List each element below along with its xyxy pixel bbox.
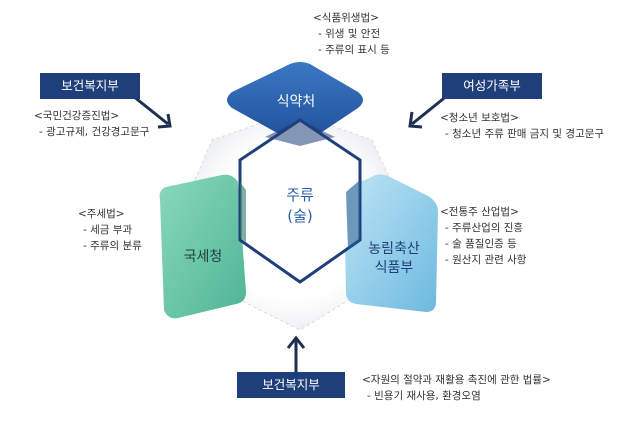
note-right-upper: <청소년 보호법> - 청소년 주류 판매 금지 및 경고문구 xyxy=(440,110,604,142)
node-right-shape xyxy=(344,174,438,312)
node-right-label-line2: 식품부 xyxy=(375,260,414,276)
box-top-left: 보건복지부 xyxy=(40,73,140,99)
center-hexagon xyxy=(238,118,362,284)
note-left-upper: <국민건강증진법> - 광고규제, 건강경고문구 xyxy=(34,108,149,140)
note-bottom-item: - 빈용기 재사용, 환경오염 xyxy=(367,390,481,402)
note-left-lower-item: - 주류의 분류 xyxy=(83,240,142,252)
note-right-lower-head: <전통주 산업법> xyxy=(440,206,519,218)
overlap-left xyxy=(240,182,246,242)
note-top-head: <식품위생법> xyxy=(313,12,379,24)
note-right-lower-item: - 술 품질인증 등 xyxy=(445,238,517,250)
note-right-lower-item: - 주류산업의 진흥 xyxy=(445,222,524,234)
note-right-lower: <전통주 산업법> - 주류산업의 진흥 - 술 품질인증 등 - 원산지 관련… xyxy=(440,204,526,268)
note-right-upper-head: <청소년 보호법> xyxy=(440,112,519,124)
note-bottom: <자원의 절약과 재활용 촉진에 관한 법률> - 빈용기 재사용, 환경오염 xyxy=(362,372,551,404)
node-top-label: 식약처 xyxy=(277,94,316,110)
note-left-upper-item: - 광고규제, 건강경고문구 xyxy=(39,126,150,138)
center-label-line2: (술) xyxy=(287,207,313,225)
center-label-line1: 주류 xyxy=(286,186,314,204)
note-right-lower-item: - 원산지 관련 사항 xyxy=(445,254,527,266)
note-right-upper-item: - 청소년 주류 판매 금지 및 경고문구 xyxy=(445,128,605,140)
node-right-label-line1: 농림축산 xyxy=(368,241,420,257)
node-left-shape xyxy=(159,174,246,319)
arrow-top-right xyxy=(408,93,449,129)
note-left-upper-head: <국민건강증진법> xyxy=(34,110,120,122)
note-left-lower-item: - 세금 부과 xyxy=(83,224,133,236)
overlap-top xyxy=(265,120,335,146)
node-left-label: 국세청 xyxy=(184,249,223,265)
note-left-lower-head: <주세법> xyxy=(78,208,125,220)
arrow-bottom xyxy=(286,335,306,374)
node-top-shape xyxy=(227,62,363,143)
note-top-item: - 위생 및 안전 xyxy=(318,28,381,40)
overlap-right xyxy=(346,180,360,250)
note-bottom-head: <자원의 절약과 재활용 촉진에 관한 법률> xyxy=(362,374,551,386)
note-left-lower: <주세법> - 세금 부과 - 주류의 분류 xyxy=(78,206,142,254)
box-top-right: 여성가족부 xyxy=(442,73,542,99)
box-bottom: 보건복지부 xyxy=(237,372,345,398)
note-top-item: - 주류의 표시 등 xyxy=(318,44,390,56)
note-top: <식품위생법> - 위생 및 안전 - 주류의 표시 등 xyxy=(313,10,390,58)
